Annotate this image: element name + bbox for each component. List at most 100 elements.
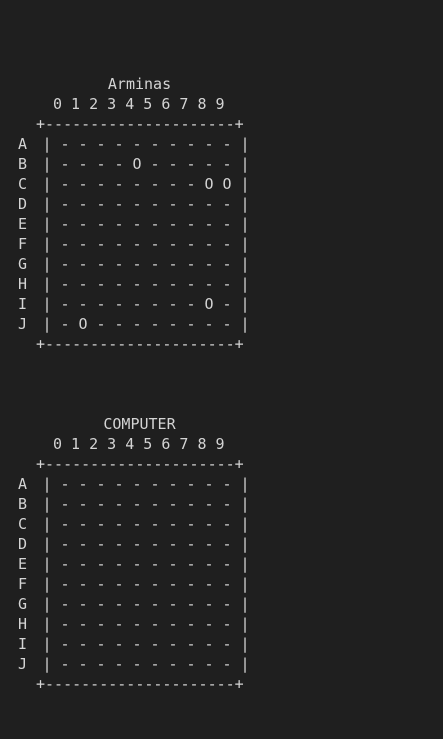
grid-cell: - — [150, 495, 160, 513]
grid-row: J|----------| — [18, 654, 261, 674]
grid-cell: - — [60, 275, 70, 293]
grid-cell: - — [222, 655, 232, 673]
grid-cell: - — [168, 235, 178, 253]
grid-cell: - — [60, 255, 70, 273]
grid-cell: - — [222, 495, 232, 513]
computer-grid: A|----------|B|----------|C|----------|D… — [18, 474, 261, 674]
grid-cell: - — [132, 315, 142, 333]
grid-cell: - — [114, 595, 124, 613]
grid-cell: - — [114, 495, 124, 513]
grid-cell: - — [186, 255, 196, 273]
grid-row: A|----------| — [18, 474, 261, 494]
grid-cell: - — [168, 315, 178, 333]
grid-cell: - — [150, 235, 160, 253]
grid-cell: - — [60, 475, 70, 493]
grid-cell: - — [78, 555, 88, 573]
grid-cell: - — [168, 635, 178, 653]
grid-cell: - — [132, 195, 142, 213]
grid-cell: - — [78, 575, 88, 593]
grid-cell: - — [60, 535, 70, 553]
grid-cell: O — [78, 315, 88, 333]
row-label: E — [18, 555, 28, 573]
grid-cell: - — [114, 635, 124, 653]
player-column-header: 0 1 2 3 4 5 6 7 8 9 — [53, 95, 225, 113]
grid-cell: - — [78, 475, 88, 493]
grid-cell: - — [204, 555, 214, 573]
grid-cell: - — [150, 195, 160, 213]
left-border: | — [42, 515, 52, 533]
right-border: | — [240, 475, 250, 493]
left-border: | — [42, 475, 52, 493]
grid-cell: - — [168, 155, 178, 173]
grid-cell: - — [60, 195, 70, 213]
left-border: | — [42, 575, 52, 593]
grid-cell: - — [204, 475, 214, 493]
grid-row: B|----------| — [18, 494, 261, 514]
right-border: | — [240, 135, 250, 153]
grid-cell: - — [222, 235, 232, 253]
grid-cell: - — [204, 655, 214, 673]
grid-cell: - — [78, 615, 88, 633]
grid-cell: - — [114, 135, 124, 153]
right-border: | — [240, 235, 250, 253]
grid-cell: - — [204, 155, 214, 173]
grid-cell: - — [96, 555, 106, 573]
grid-row: H|----------| — [18, 614, 261, 634]
grid-cell: - — [96, 235, 106, 253]
grid-cell: - — [204, 575, 214, 593]
grid-cell: - — [114, 235, 124, 253]
grid-cell: - — [222, 135, 232, 153]
grid-cell: - — [204, 315, 214, 333]
left-border: | — [42, 555, 52, 573]
right-border: | — [240, 615, 250, 633]
grid-cell: - — [204, 135, 214, 153]
grid-cell: - — [168, 135, 178, 153]
grid-row: D|----------| — [18, 534, 261, 554]
grid-cell: - — [168, 275, 178, 293]
grid-cell: - — [60, 515, 70, 533]
grid-cell: - — [96, 155, 106, 173]
grid-cell: - — [132, 595, 142, 613]
grid-row: I|--------O-| — [18, 294, 261, 314]
grid-cell: - — [186, 635, 196, 653]
grid-cell: - — [186, 155, 196, 173]
grid-cell: - — [60, 235, 70, 253]
row-label: I — [18, 635, 28, 653]
right-border: | — [240, 175, 250, 193]
grid-cell: - — [96, 175, 106, 193]
grid-cell: - — [186, 135, 196, 153]
grid-cell: - — [132, 635, 142, 653]
left-border: | — [42, 635, 52, 653]
grid-cell: - — [168, 515, 178, 533]
row-label: G — [18, 255, 28, 273]
row-label: I — [18, 295, 28, 313]
grid-cell: - — [132, 515, 142, 533]
computer-bottom-border: +---------------------+ — [36, 675, 244, 693]
right-border: | — [240, 215, 250, 233]
grid-cell: - — [78, 495, 88, 513]
grid-cell: - — [186, 655, 196, 673]
grid-cell: - — [114, 215, 124, 233]
grid-cell: - — [132, 555, 142, 573]
grid-row: B|----O-----| — [18, 154, 261, 174]
grid-cell: - — [78, 515, 88, 533]
grid-row: E|----------| — [18, 554, 261, 574]
grid-cell: - — [168, 215, 178, 233]
right-border: | — [240, 535, 250, 553]
grid-cell: - — [114, 535, 124, 553]
grid-row: A|----------| — [18, 134, 261, 154]
grid-row: G|----------| — [18, 594, 261, 614]
grid-cell: - — [186, 235, 196, 253]
grid-cell: - — [78, 175, 88, 193]
grid-cell: - — [168, 535, 178, 553]
grid-cell: - — [132, 495, 142, 513]
grid-cell: - — [114, 175, 124, 193]
grid-cell: - — [78, 255, 88, 273]
grid-cell: - — [222, 275, 232, 293]
grid-cell: - — [96, 295, 106, 313]
grid-cell: - — [96, 515, 106, 533]
right-border: | — [240, 295, 250, 313]
grid-cell: - — [204, 215, 214, 233]
grid-cell: - — [186, 595, 196, 613]
grid-cell: - — [150, 535, 160, 553]
